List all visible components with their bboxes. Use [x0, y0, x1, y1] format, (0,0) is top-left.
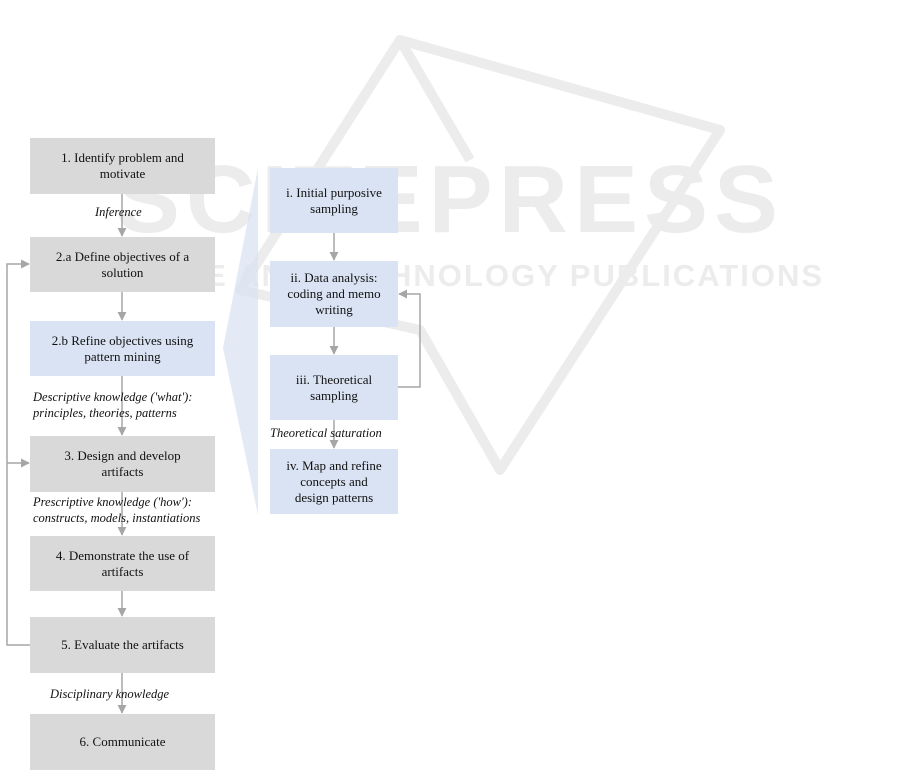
label-disciplinary-knowledge: Disciplinary knowledge [50, 687, 170, 701]
expansion-wedge [223, 168, 258, 515]
step-5-evaluate: 5. Evaluate the artifacts [30, 617, 215, 673]
step-iv-map-refine: iv. Map and refine concepts and design p… [270, 449, 398, 514]
step-2b-refine-objectives: 2.b Refine objectives using pattern mini… [30, 321, 215, 376]
step-ii-data-analysis: ii. Data analysis: coding and memo writi… [270, 261, 398, 327]
step-i-initial-sampling: i. Initial purposive sampling [270, 168, 398, 233]
step-3-design-develop: 3. Design and develop artifacts [30, 436, 215, 492]
step-6-communicate: 6. Communicate [30, 714, 215, 770]
label-descriptive-knowledge: Descriptive knowledge ('what'): principl… [33, 390, 193, 420]
watermark-title: SCITEPRESS [116, 146, 784, 253]
loop-iii-to-ii [398, 289, 421, 388]
step-4-demonstrate: 4. Demonstrate the use of artifacts [30, 536, 215, 591]
step-1-identify-problem: 1. Identify problem and motivate [30, 138, 215, 194]
feedback-5-to-2a [6, 259, 30, 646]
step-2a-define-objectives: 2.a Define objectives of a solution [30, 237, 215, 292]
label-theoretical-saturation: Theoretical saturation [270, 426, 382, 440]
label-inference: Inference [95, 205, 142, 219]
label-prescriptive-knowledge: Prescriptive knowledge ('how'): construc… [33, 495, 201, 525]
step-iii-theoretical-sampling: iii. Theoretical sampling [270, 355, 398, 420]
